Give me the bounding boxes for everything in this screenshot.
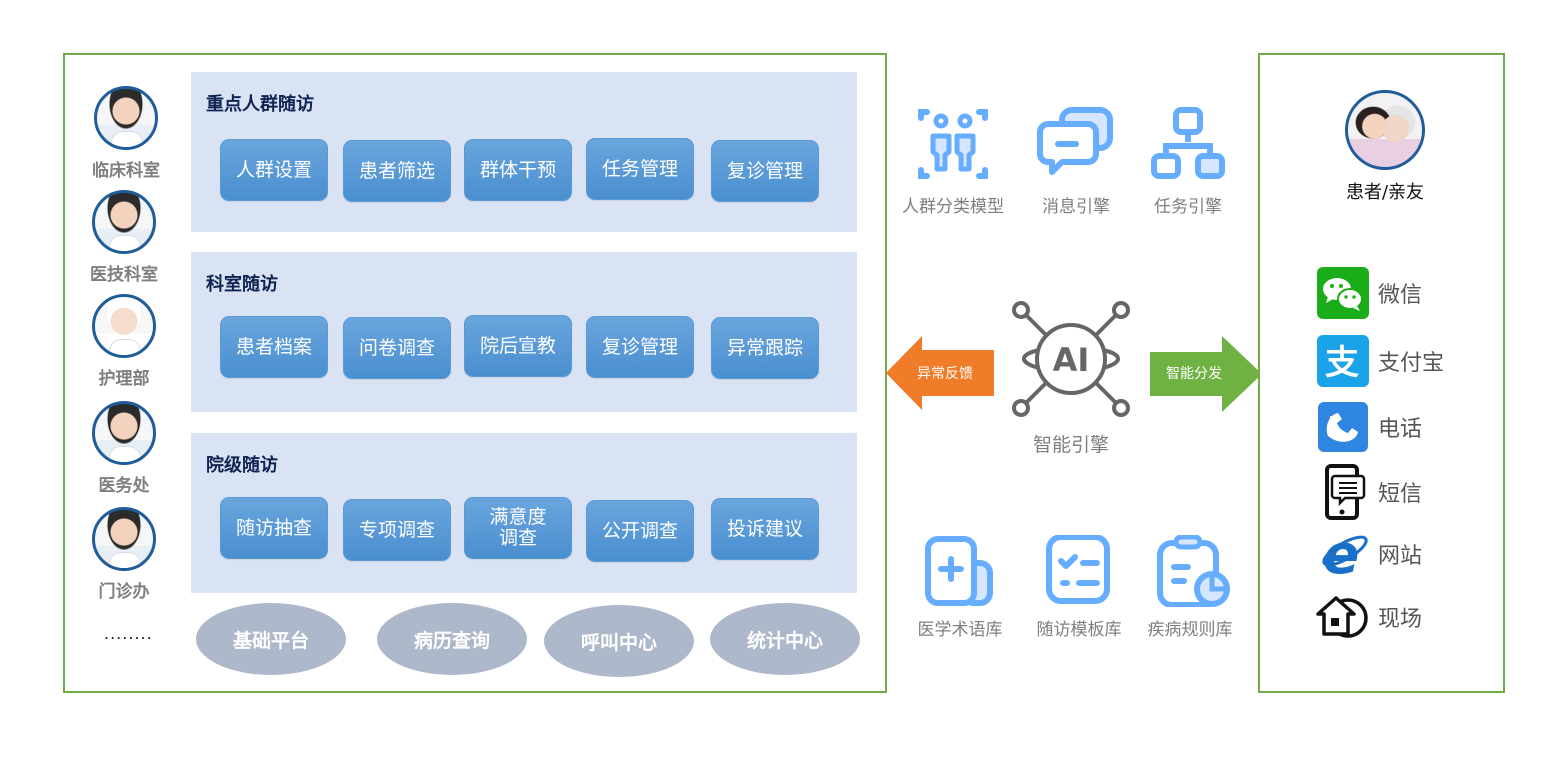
ai-network-icon: AI (1012, 301, 1130, 417)
people-scan-icon (918, 109, 988, 179)
channel-label: 短信 (1378, 482, 1423, 507)
nurse-avatar (92, 294, 156, 358)
channel-website[interactable]: e 网站 (1316, 527, 1422, 581)
hierarchy-icon (1151, 107, 1225, 179)
library-label: 随访模板库 (1036, 620, 1122, 640)
pill-call-center[interactable]: 呼叫中心 (544, 605, 694, 677)
ai-text: AI (1053, 341, 1090, 379)
library-medical-terms[interactable]: 医学术语库 (900, 535, 1020, 640)
library-label: 医学术语库 (917, 620, 1003, 640)
staff-label: 门诊办 (98, 582, 150, 602)
engine-label: 消息引擎 (1042, 197, 1110, 217)
engine-label: 人群分类模型 (902, 197, 1004, 217)
btn-spot-check[interactable]: 随访抽查 (220, 497, 328, 559)
doctor-avatar (94, 86, 158, 150)
patient-avatar (1345, 90, 1425, 170)
dispatch-arrow-label: 智能分发 (1166, 366, 1222, 382)
library-disease-rules[interactable]: 疾病规则库 (1130, 535, 1250, 640)
medical-doc-icon (925, 536, 993, 606)
staff-medical-affairs[interactable]: 医务处 (64, 401, 184, 496)
staff-label: 医技科室 (90, 265, 158, 285)
library-followup-templates[interactable]: 随访模板库 (1019, 535, 1139, 640)
btn-group-intervention[interactable]: 群体干预 (464, 139, 572, 201)
btn-complaints[interactable]: 投诉建议 (711, 498, 819, 560)
pill-statistics-center[interactable]: 统计中心 (710, 603, 860, 675)
staff-medtech[interactable]: 医技科室 (64, 190, 184, 285)
btn-public-survey[interactable]: 公开调查 (586, 500, 694, 562)
btn-patient-filter[interactable]: 患者筛选 (343, 140, 451, 202)
staff-nursing[interactable]: 护理部 (64, 294, 184, 389)
onsite-icon (1316, 590, 1370, 644)
engine-label: 任务引擎 (1154, 197, 1222, 217)
channel-wechat[interactable]: 微信 (1316, 266, 1422, 320)
pill-medical-records[interactable]: 病历查询 (377, 603, 527, 675)
phone-icon (1316, 400, 1370, 454)
alipay-icon: 支 (1316, 334, 1370, 388)
channel-label: 电话 (1378, 417, 1423, 442)
staff-outpatient[interactable]: 门诊办 (64, 507, 184, 602)
channel-onsite[interactable]: 现场 (1316, 590, 1422, 644)
feedback-arrow-label: 异常反馈 (917, 366, 973, 382)
patient-family[interactable]: 患者/亲友 (1340, 90, 1430, 204)
engine-message[interactable]: 消息引擎 (1016, 104, 1136, 217)
patient-label: 患者/亲友 (1345, 182, 1425, 203)
chat-bubbles-icon (1037, 107, 1113, 175)
dispatch-arrow (1150, 336, 1262, 412)
channel-alipay[interactable]: 支 支付宝 (1316, 334, 1444, 388)
section-title: 院级随访 (206, 455, 278, 476)
wechat-icon (1316, 266, 1370, 320)
doctor-avatar (92, 507, 156, 571)
btn-task-management[interactable]: 任务管理 (586, 138, 694, 200)
btn-revisit-management[interactable]: 复诊管理 (711, 140, 819, 202)
section-title: 科室随访 (206, 274, 278, 295)
btn-special-survey[interactable]: 专项调查 (343, 499, 451, 561)
svg-text:支: 支 (1325, 343, 1359, 383)
engine-task[interactable]: 任务引擎 (1128, 104, 1248, 217)
more-staff: ........ (104, 624, 153, 643)
channel-phone[interactable]: 电话 (1316, 400, 1422, 454)
checklist-icon (1046, 535, 1110, 604)
section-title: 重点人群随访 (206, 94, 314, 115)
staff-label: 医务处 (98, 476, 150, 496)
section-department: 科室随访 患者档案 问卷调查 院后宣教 复诊管理 异常跟踪 (191, 252, 857, 412)
feedback-arrow (886, 336, 994, 410)
engine-population-model[interactable]: 人群分类模型 (893, 104, 1013, 217)
library-label: 疾病规则库 (1147, 620, 1233, 640)
staff-label: 护理部 (98, 369, 150, 389)
pill-base-platform[interactable]: 基础平台 (196, 603, 346, 675)
staff-label: 临床科室 (92, 161, 160, 181)
channel-label: 支付宝 (1378, 351, 1445, 376)
doctor-avatar (92, 190, 156, 254)
btn-satisfaction-survey[interactable]: 满意度 调查 (464, 497, 572, 559)
channel-label: 现场 (1378, 607, 1423, 632)
btn-revisit-management[interactable]: 复诊管理 (586, 316, 694, 378)
btn-anomaly-tracking[interactable]: 异常跟踪 (711, 317, 819, 379)
section-hospital: 院级随访 随访抽查 专项调查 满意度 调查 公开调查 投诉建议 (191, 433, 857, 593)
ai-engine[interactable]: AI 智能引擎 (1011, 298, 1131, 457)
sms-icon (1316, 464, 1370, 520)
section-key-population: 重点人群随访 人群设置 患者筛选 群体干预 任务管理 复诊管理 (191, 72, 857, 232)
staff-clinical[interactable]: 临床科室 (66, 86, 186, 181)
ie-icon: e (1316, 527, 1370, 581)
btn-discharge-education[interactable]: 院后宣教 (464, 315, 572, 377)
btn-patient-records[interactable]: 患者档案 (220, 316, 328, 378)
ai-engine-label: 智能引擎 (1032, 434, 1109, 456)
channel-label: 网站 (1378, 544, 1423, 569)
btn-population-settings[interactable]: 人群设置 (220, 139, 328, 201)
clipboard-chart-icon (1157, 535, 1230, 607)
doctor-avatar (92, 401, 156, 465)
channel-sms[interactable]: 短信 (1316, 464, 1423, 520)
btn-questionnaire[interactable]: 问卷调查 (343, 317, 451, 379)
channel-label: 微信 (1378, 283, 1423, 308)
